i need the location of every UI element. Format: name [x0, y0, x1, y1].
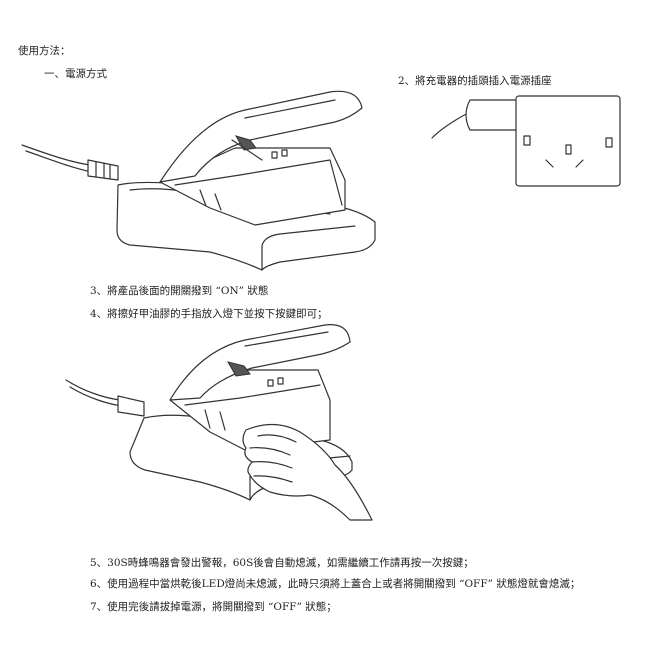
section-heading-power: 一、電源方式 — [44, 68, 107, 80]
page-title: 使用方法： — [18, 45, 71, 57]
step-2-text: 2、將充電器的插頭插入電源插座 — [398, 75, 552, 87]
step-3-text: 3、將產品後面的開關撥到 “ON” 狀態 — [90, 285, 269, 297]
step-6-text: 6、使用過程中當烘乾後LED燈尚未熄滅，此時只須將上蓋合上或者將開關撥到 “OF… — [90, 578, 581, 590]
step-4-text: 4、將擦好甲油膠的手指放入燈下並按下按鍵即可； — [90, 308, 328, 320]
step-5-text: 5、30S時蜂鳴器會發出警報，60S後會自動熄滅，如需繼續工作請再按一次按鍵； — [90, 557, 474, 569]
step-7-text: 7、使用完後請拔掉電源，將開關撥到 “OFF” 狀態； — [90, 601, 337, 613]
